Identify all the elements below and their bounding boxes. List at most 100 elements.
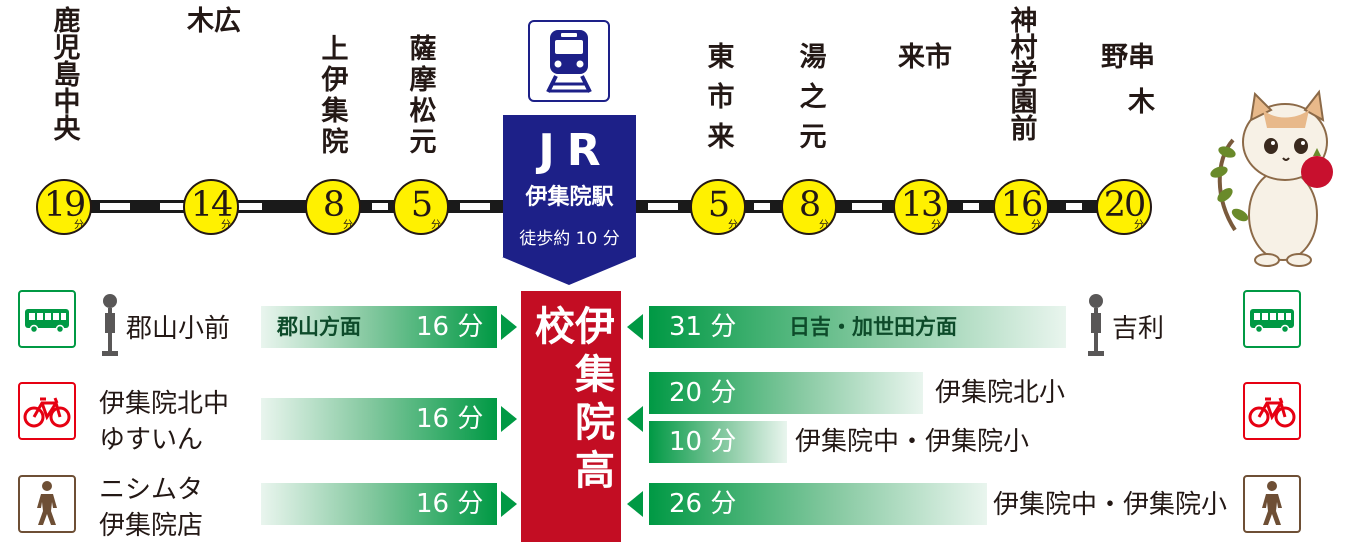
station-name-kagoshima-chuo: 鹿児島中央	[39, 6, 89, 162]
bicycle-icon	[18, 382, 76, 440]
bus-left-direction: 郡山方面	[277, 315, 361, 339]
rail-tie	[460, 203, 490, 210]
bicycle-left-origin-line2: ゆすいん	[99, 425, 204, 455]
station-name-ichiki: 市来	[893, 6, 951, 162]
down-arrow-icon	[502, 257, 636, 285]
jr-station-name: 伊集院駅	[525, 185, 614, 210]
walk-right-origin: 伊集院中・伊集院小	[993, 490, 1228, 520]
walk-left-origin-line2: 伊集院店	[99, 511, 204, 541]
arrow-right-icon	[501, 406, 517, 432]
bus-right-time: 31 分	[669, 312, 737, 342]
station-name-text: 薩摩松元	[404, 34, 436, 158]
station-name-text: 上伊集院	[316, 34, 348, 158]
walk-left-bar: 16 分	[261, 483, 497, 525]
arrow-left-icon	[627, 491, 643, 517]
minutes-unit: 分	[431, 220, 441, 231]
station-name-hiroki: 広木	[182, 6, 240, 162]
station-name-yunomoto: 湯之元	[785, 6, 835, 162]
bus-left-time: 16 分	[416, 312, 484, 342]
rail-tie	[754, 203, 770, 210]
bicycle-icon	[1243, 382, 1301, 440]
bus-stop-icon	[99, 293, 121, 357]
minutes-value: 14	[190, 185, 234, 225]
bus-right-direction: 日吉・加世田方面	[789, 315, 957, 339]
minutes-unit: 分	[1134, 220, 1144, 231]
minutes-unit: 分	[1031, 220, 1041, 231]
bus-stop-icon	[1085, 293, 1107, 357]
jr-title: JR	[538, 125, 613, 176]
bus-stop-left-name: 郡山小前	[126, 314, 231, 344]
bus-stop-right-name: 吉利	[1112, 314, 1165, 344]
walk-left-origin-line1: ニシムタ	[99, 475, 204, 505]
rail-tie	[852, 203, 882, 210]
minutes-value: 20	[1103, 185, 1147, 225]
rail-tie	[1066, 203, 1082, 210]
bus-icon	[1243, 290, 1301, 348]
rail-tie	[100, 203, 130, 210]
school-name: 伊集院高校	[528, 305, 614, 497]
bicycle-right2-time: 10 分	[669, 427, 737, 457]
rail-tie	[160, 203, 190, 210]
minutes-value: 16	[1000, 185, 1044, 225]
bicycle-right2-origin: 伊集院中・伊集院小	[795, 427, 1030, 457]
walking-person-icon	[18, 475, 76, 533]
station-name-satsuma-matsumoto: 薩摩松元	[395, 6, 445, 162]
minutes-unit: 分	[728, 220, 738, 231]
bicycle-right2-bar: 10 分	[649, 421, 787, 463]
station-name-kamimura-gakuen-mae: 神村学園前	[996, 6, 1046, 162]
station-name-text: 神村学園前	[1005, 6, 1037, 141]
school-name-box: 伊集院高校	[521, 291, 621, 542]
bicycle-right1-origin: 伊集院北小	[935, 378, 1066, 408]
station-name-text: 串木野	[1096, 42, 1154, 132]
bicycle-right1-bar: 20 分	[649, 372, 923, 414]
mascot-illustration	[1205, 80, 1345, 270]
minutes-unit: 分	[819, 220, 829, 231]
station-name-text: 広木	[182, 6, 240, 103]
minutes-unit: 分	[74, 220, 84, 231]
bicycle-left-origin-line1: 伊集院北中	[99, 389, 230, 419]
minutes-value: 13	[900, 185, 944, 225]
bus-left-bar: 郡山方面 16 分	[261, 306, 497, 348]
arrow-right-icon	[501, 491, 517, 517]
train-icon	[528, 20, 610, 102]
minutes-value: 5	[707, 185, 730, 225]
station-name-higashi-ichiki: 東市来	[693, 6, 743, 162]
station-name-text: 鹿児島中央	[48, 6, 80, 141]
minutes-value: 8	[322, 185, 345, 225]
station-name-text: 東市来	[702, 42, 734, 162]
walk-left-time: 16 分	[416, 489, 484, 519]
jr-walk-time: 徒歩約 10 分	[519, 229, 620, 249]
walk-right-bar: 26 分	[649, 483, 987, 525]
station-name-text: 湯之元	[794, 42, 826, 162]
station-name-text: 市来	[893, 42, 951, 126]
rail-tie	[232, 203, 262, 210]
rail-tie	[372, 203, 388, 210]
minutes-value: 8	[798, 185, 821, 225]
jr-ijuin-station-box: JR 伊集院駅 徒歩約 10 分	[503, 115, 636, 257]
arrow-left-icon	[627, 314, 643, 340]
walking-person-icon	[1243, 475, 1301, 533]
rail-tie	[648, 203, 678, 210]
station-name-kami-ijuin: 上伊集院	[307, 6, 357, 162]
minutes-value: 19	[43, 185, 87, 225]
bus-right-bar: 31 分 日吉・加世田方面	[649, 306, 1066, 348]
minutes-value: 5	[410, 185, 433, 225]
minutes-unit: 分	[931, 220, 941, 231]
minutes-unit: 分	[221, 220, 231, 231]
arrow-left-icon	[627, 406, 643, 432]
minutes-unit: 分	[343, 220, 353, 231]
bicycle-left-time: 16 分	[416, 404, 484, 434]
bicycle-left-bar: 16 分	[261, 398, 497, 440]
station-name-kushikino: 串木野	[1096, 6, 1154, 162]
bus-icon	[18, 290, 76, 348]
bicycle-right1-time: 20 分	[669, 378, 737, 408]
